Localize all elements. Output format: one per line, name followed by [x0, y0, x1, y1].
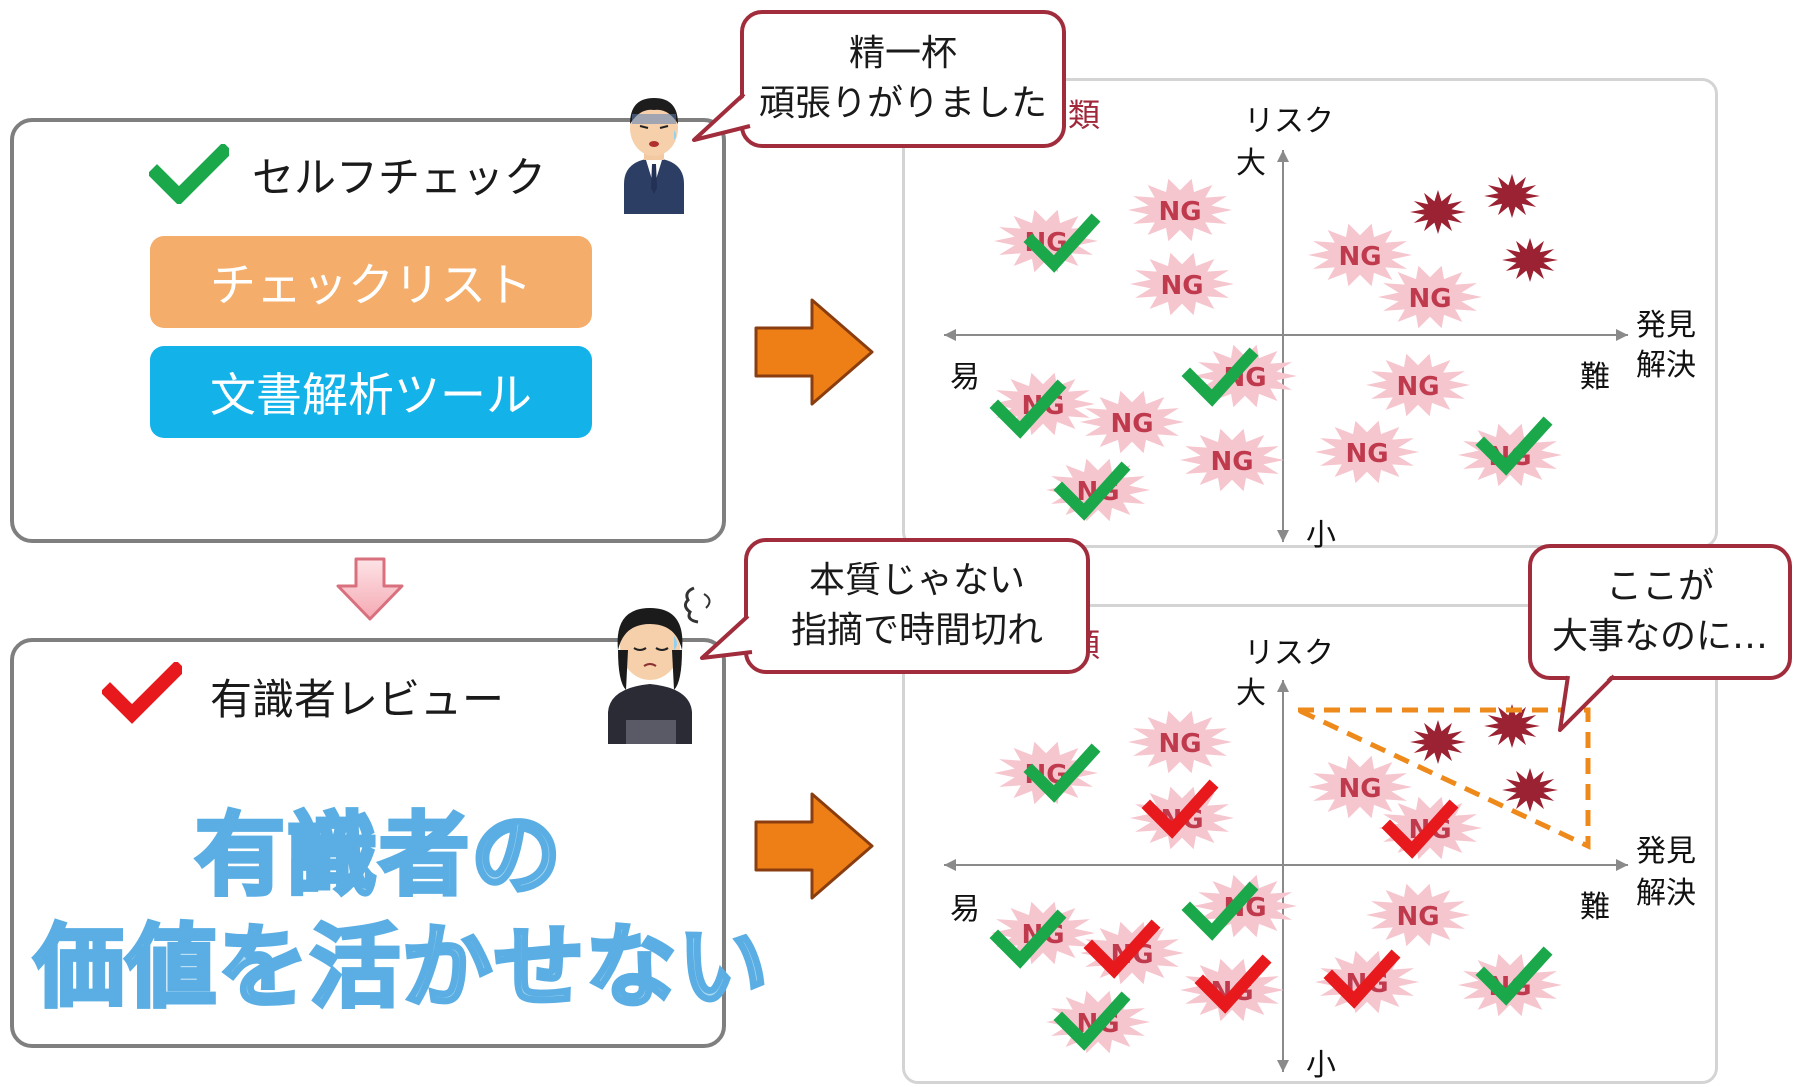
tired-woman-avatar	[608, 608, 692, 744]
bubble-middle-line1: 本質じゃない	[808, 560, 1025, 601]
y-axis-arrow-up	[1277, 680, 1289, 692]
self-check-box: セルフチェック チェックリスト 文書解析ツール	[10, 118, 726, 543]
top-y-axis-label: リスク	[1244, 104, 1334, 139]
top-x-axis-easy: 易	[950, 360, 980, 395]
right-arrow-top-icon	[754, 298, 874, 406]
red-check-mark	[1381, 799, 1459, 859]
ng-burst	[1128, 710, 1232, 774]
green-check-mark	[1475, 946, 1553, 1006]
x-axis-arrow-right	[1616, 329, 1628, 341]
red-check-mark	[1141, 779, 1219, 839]
bubble-middle: 本質じゃない 指摘で時間切れ	[744, 538, 1090, 674]
ng-burst	[1366, 353, 1470, 417]
critical-burst	[1410, 190, 1466, 234]
ng-burst	[1080, 390, 1184, 454]
green-check-mark	[989, 909, 1067, 969]
red-check-mark	[1194, 954, 1272, 1014]
critical-burst	[1484, 704, 1540, 748]
bubble-top-line2: 頑張りがりました	[758, 83, 1047, 124]
expert-review-title: 有識者レビュー	[210, 675, 505, 724]
ng-label: NG	[1110, 409, 1153, 439]
ng-label: NG	[1408, 284, 1451, 314]
sigh-icon	[683, 586, 711, 624]
green-check-mark	[1475, 416, 1553, 476]
green-check-icon	[149, 144, 229, 204]
quadrant-panel-top	[902, 78, 1718, 548]
bubble-right-line1: ここが	[1605, 566, 1714, 607]
bottom-x-axis-easy: 易	[950, 892, 980, 927]
doc-analysis-tool-pill: 文書解析ツール	[150, 346, 592, 438]
critical-burst	[1484, 174, 1540, 218]
warning-text-line1: 有識者の	[193, 801, 563, 910]
ng-burst	[1180, 428, 1284, 492]
green-check-mark	[1023, 743, 1101, 803]
ng-burst	[1128, 178, 1232, 242]
bottom-x-axis-hard: 難	[1580, 890, 1610, 925]
ng-label: NG	[1338, 774, 1381, 804]
ng-burst	[1366, 883, 1470, 947]
down-arrow-icon	[336, 557, 404, 621]
bubble-middle-line2: 指摘で時間切れ	[790, 610, 1043, 651]
x-axis-arrow-right	[1616, 859, 1628, 871]
bubble-right-line2: 大事なのに…	[1551, 616, 1768, 657]
panel-top-corner-text: 類	[1068, 96, 1101, 134]
green-check-mark	[1053, 461, 1131, 521]
red-check-mark	[1083, 919, 1161, 979]
ng-burst	[1308, 755, 1412, 819]
important-area-dashed-triangle	[1296, 707, 1591, 850]
ng-burst	[1308, 223, 1412, 287]
green-check-mark	[1023, 213, 1101, 273]
ng-label: NG	[1158, 197, 1201, 227]
right-arrow-bottom-icon	[754, 792, 874, 900]
ng-label: NG	[1345, 439, 1388, 469]
ng-burst	[994, 209, 1098, 273]
critical-burst	[1410, 720, 1466, 764]
green-check-mark	[1181, 881, 1259, 941]
top-y-axis-low: 小	[1306, 518, 1336, 553]
top-x-axis-label1: 発見	[1636, 308, 1696, 343]
tired-man-avatar	[624, 98, 684, 214]
self-check-title: セルフチェック	[252, 153, 547, 202]
critical-burst	[1502, 238, 1558, 282]
bottom-y-axis-low: 小	[1306, 1048, 1336, 1083]
bubble-top-tail	[692, 92, 754, 142]
top-x-axis-hard: 難	[1580, 360, 1610, 395]
ng-label: NG	[1338, 242, 1381, 272]
green-check-mark	[1053, 991, 1131, 1051]
red-check-mark	[1323, 949, 1401, 1009]
warning-text-line2: 価値を活かせない	[32, 913, 770, 1022]
critical-burst	[1502, 768, 1558, 812]
red-check-icon	[102, 662, 182, 724]
green-check-mark	[989, 379, 1067, 439]
bottom-y-axis-label: リスク	[1244, 636, 1334, 671]
ng-burst	[1315, 420, 1419, 484]
y-axis-arrow-down	[1277, 1060, 1289, 1072]
ng-label: NG	[1396, 902, 1439, 932]
bottom-x-axis-label1: 発見	[1636, 834, 1696, 869]
expert-review-box: 有識者レビュー 有識者の 価値を活かせない	[10, 638, 770, 1048]
green-check-mark	[1181, 347, 1259, 407]
bottom-x-axis-label2: 解決	[1636, 876, 1696, 911]
top-x-axis-label2: 解決	[1636, 348, 1696, 383]
bottom-y-axis-high: 大	[1236, 676, 1266, 711]
checklist-pill: チェックリスト	[150, 236, 592, 328]
top-y-axis-high: 大	[1236, 146, 1266, 181]
x-axis-arrow-left	[944, 859, 956, 871]
ng-label: NG	[1160, 271, 1203, 301]
bubble-right-tail	[1558, 672, 1616, 732]
bubble-middle-tail	[700, 614, 754, 660]
bubble-right: ここが 大事なのに…	[1528, 544, 1792, 680]
x-axis-arrow-left	[944, 329, 956, 341]
bubble-top-line1: 精一杯	[848, 33, 957, 74]
bubble-top: 精一杯 頑張りがりました	[740, 10, 1066, 148]
ng-label: NG	[1210, 447, 1253, 477]
y-axis-arrow-down	[1277, 530, 1289, 542]
ng-burst	[1378, 265, 1482, 329]
ng-burst	[994, 741, 1098, 805]
ng-label: NG	[1396, 372, 1439, 402]
ng-label: NG	[1158, 729, 1201, 759]
ng-burst	[1130, 252, 1234, 316]
y-axis-arrow-up	[1277, 150, 1289, 162]
